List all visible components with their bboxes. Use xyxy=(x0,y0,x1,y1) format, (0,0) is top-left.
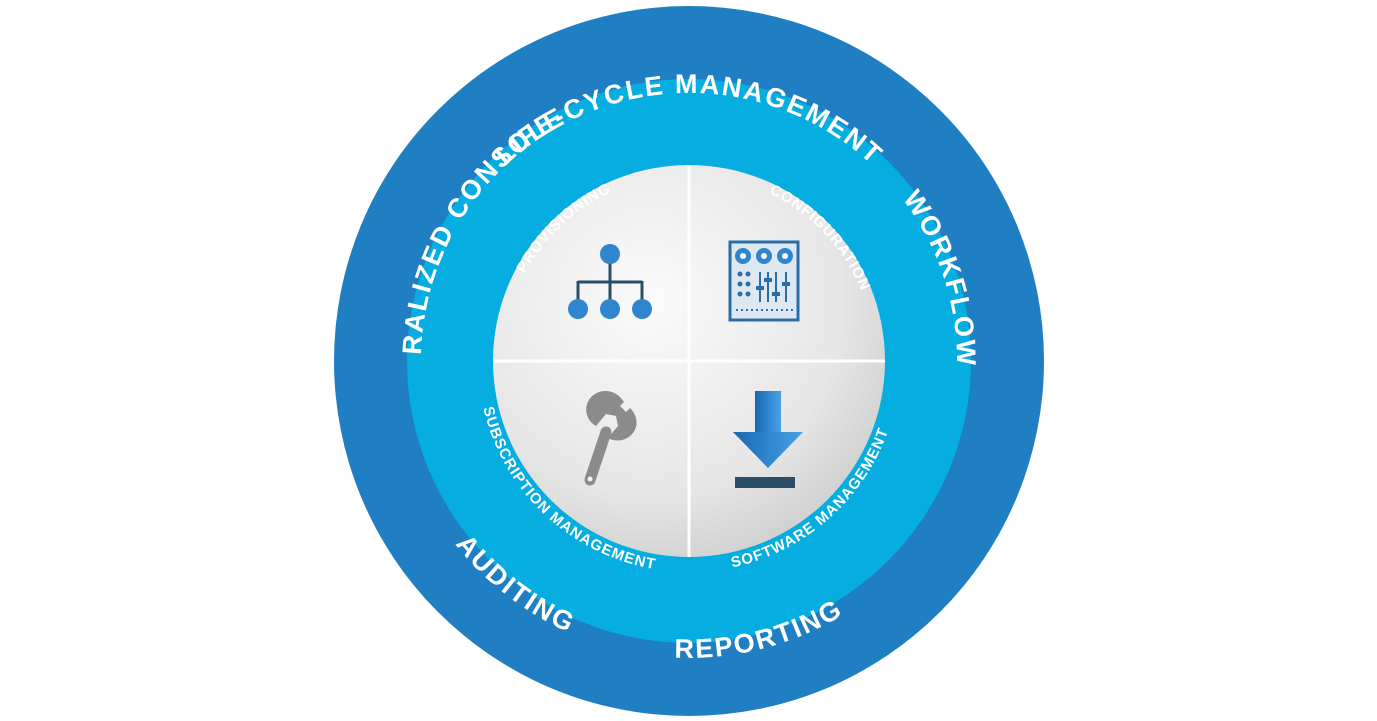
control-panel-icon xyxy=(728,240,800,322)
download-icon xyxy=(733,391,803,488)
wrench-icon xyxy=(584,391,637,486)
org-chart-icon xyxy=(568,244,652,319)
